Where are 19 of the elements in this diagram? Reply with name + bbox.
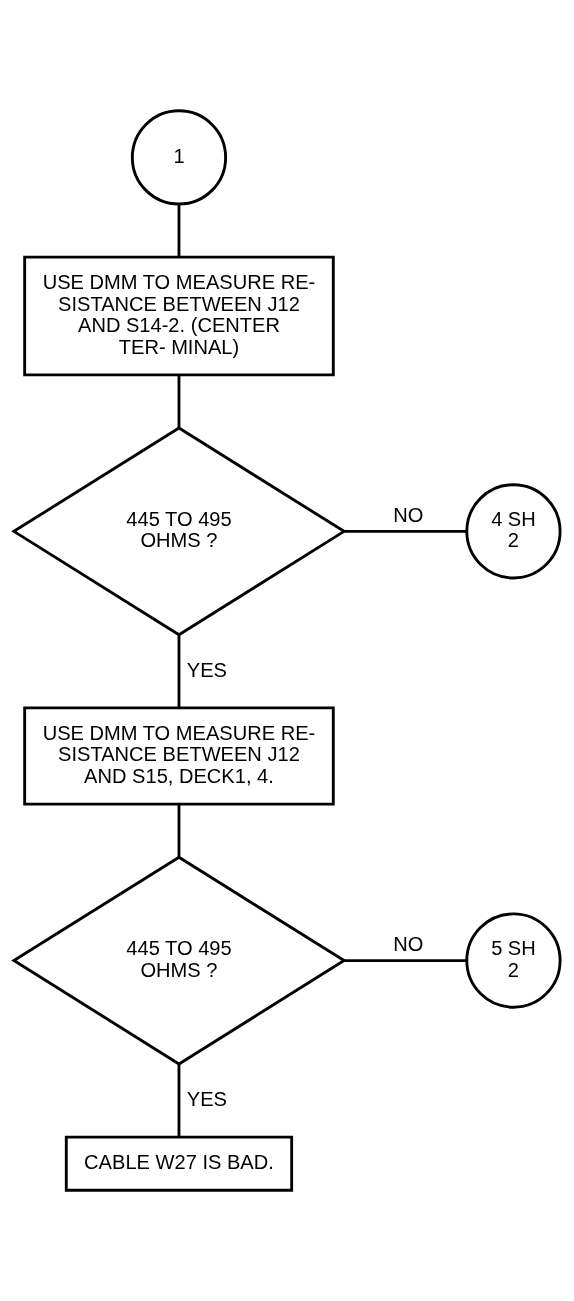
- edge-label: NO: [393, 932, 424, 955]
- edge-label: YES: [186, 658, 227, 681]
- node-box: CABLE W27 IS BAD.: [64, 1135, 294, 1192]
- node-diamond: 445 TO 495 OHMS ?: [11, 855, 347, 1066]
- node-circle: 5 SH 2: [465, 912, 562, 1009]
- connector: [177, 804, 181, 857]
- node-circle: 4 SH 2: [465, 483, 562, 580]
- connector: [177, 1064, 181, 1137]
- connector: [177, 204, 181, 258]
- connector: [177, 374, 181, 428]
- connector: [344, 959, 467, 962]
- node-circle: 1: [130, 109, 228, 206]
- node-box: USE DMM TO MEASURE RE- SISTANCE BETWEEN J12 AND S15, DECK1, 4.: [23, 706, 335, 806]
- edge-label: YES: [186, 1087, 227, 1110]
- node-box: USE DMM TO MEASURE RE- SISTANCE BETWEEN J12 AND S14-2. (CENTER TER- MINAL): [23, 255, 335, 377]
- node-diamond: 445 TO 495 OHMS ?: [11, 426, 347, 637]
- connector: [344, 529, 467, 533]
- connector: [177, 635, 181, 708]
- edge-label: NO: [393, 503, 424, 526]
